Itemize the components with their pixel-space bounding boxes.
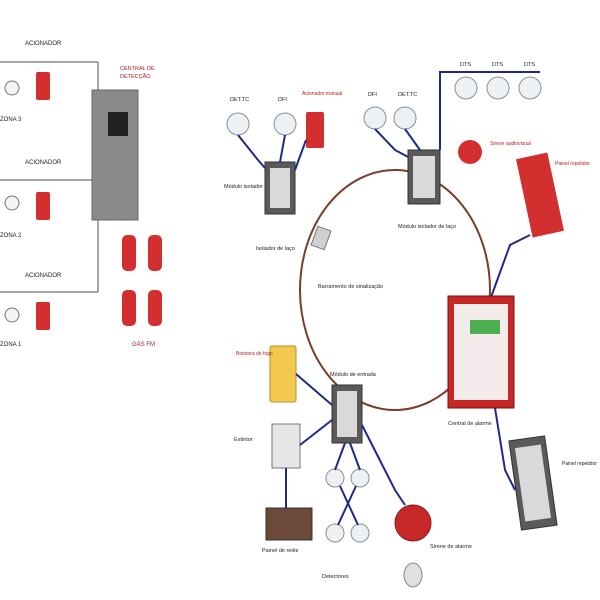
smoke-detector-icon <box>518 76 542 100</box>
detector-label: DET.TC <box>230 97 249 103</box>
detectors-bottom-label: Detectores <box>322 574 349 580</box>
isolator-label: Isolador de laço <box>256 246 295 252</box>
smoke-detector-icon <box>325 468 345 488</box>
alarm-label-2: ACIONADOR <box>25 160 62 166</box>
smoke-detector-icon <box>226 112 250 136</box>
zone-label-1: ZONA 1 <box>0 342 22 348</box>
module-bottom-label: Módulo de entrada <box>330 372 377 378</box>
central-display <box>470 320 500 334</box>
zone-label-2: ZONA 2 <box>0 233 22 239</box>
detector-label: DET.TC <box>398 92 417 98</box>
repeater-panel-red <box>516 152 564 238</box>
smoke-detector-icon <box>325 523 345 543</box>
left-panel: ACIONADOR ZONA 3 ACIONADOR ZONA 2 ACIONA… <box>0 41 162 348</box>
manual-trigger-icon <box>306 112 324 148</box>
right-panel: Barramento de sinalização DET.TC DFI Aci… <box>224 62 597 588</box>
detector-icon <box>4 80 20 96</box>
signal-loop <box>299 169 491 411</box>
zone-label-3: ZONA 3 <box>0 117 22 123</box>
bell-label: Sirene de alarme <box>430 544 472 550</box>
relay-label: Painel de relés <box>262 548 299 554</box>
manual-call-point-icon <box>36 192 50 220</box>
manual-call-point-icon <box>36 72 50 100</box>
smoke-detector-icon <box>350 523 370 543</box>
repeater-panel-label: Painel repetidor <box>555 161 590 167</box>
smoke-detector-icon <box>393 106 417 130</box>
smoke-detector-icon <box>350 468 370 488</box>
central-label-2: DETECÇÃO <box>120 73 151 80</box>
module-left-label: Módulo isolador <box>224 184 263 190</box>
gas-cylinders <box>122 235 162 326</box>
extinguish-panel <box>271 423 301 469</box>
siren-label: Sirene audiovisual <box>490 141 531 147</box>
manual-trigger-label: Acionador manual <box>302 91 342 97</box>
central-label-1: CENTRAL DE <box>120 66 155 72</box>
manual-call-point-icon <box>36 302 50 330</box>
loop-label: Barramento de sinalização <box>318 284 383 290</box>
detector-icon <box>4 195 20 211</box>
central-label: Central de alarme <box>448 421 492 427</box>
alarm-label-3: ACIONADOR <box>25 41 62 47</box>
alarm-bell-icon <box>394 504 432 542</box>
alarm-label-1: ACIONADOR <box>25 273 62 279</box>
smoke-detector-icon <box>363 106 387 130</box>
detector-label: DTS <box>460 62 471 68</box>
module-right-label: Módulo isolador de laço <box>398 224 456 230</box>
smoke-detector-icon <box>273 112 297 136</box>
fire-button-label: Botoeira de fogo <box>236 351 273 357</box>
detector-icon <box>4 307 20 323</box>
gas-label: GÁS FM <box>132 341 155 348</box>
central-panel <box>91 89 139 221</box>
loop-isolator <box>310 225 332 251</box>
right-terminal-label: Painel repetidor <box>562 461 597 467</box>
smoke-detector-icon <box>454 76 478 100</box>
detector-label: DTS <box>524 62 535 68</box>
detector-label: DFI <box>278 97 287 103</box>
detector-label: DTS <box>492 62 503 68</box>
fire-button-icon <box>269 345 297 403</box>
extinguish-label: Extintor <box>234 437 253 443</box>
smoke-detector-icon <box>486 76 510 100</box>
siren-icon <box>458 140 482 164</box>
detector-label: DFI <box>368 92 377 98</box>
central-panel-screen <box>108 112 128 136</box>
relay-panel <box>265 507 313 541</box>
